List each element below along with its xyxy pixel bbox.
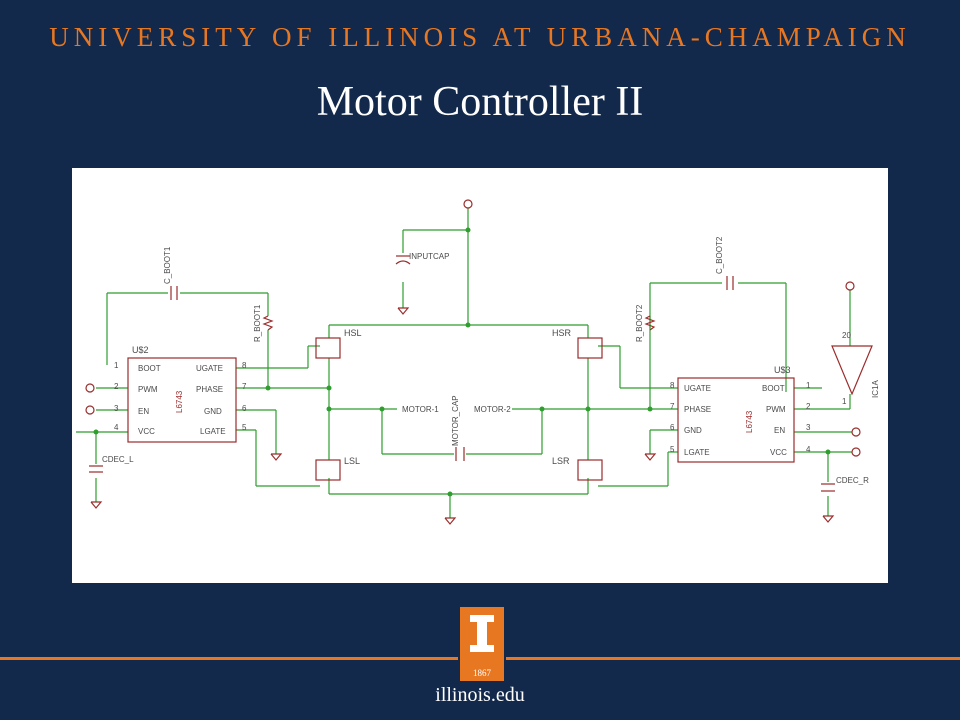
svg-text:4: 4	[114, 423, 119, 432]
svg-text:20: 20	[842, 331, 851, 340]
svg-text:5: 5	[242, 423, 247, 432]
svg-text:MOTOR_CAP: MOTOR_CAP	[451, 395, 460, 446]
svg-text:GND: GND	[684, 426, 702, 435]
svg-text:C_BOOT1: C_BOOT1	[163, 246, 172, 284]
svg-text:UGATE: UGATE	[196, 364, 223, 373]
svg-text:PWM: PWM	[138, 385, 158, 394]
svg-text:PWM: PWM	[766, 405, 786, 414]
svg-text:VCC: VCC	[770, 448, 787, 457]
wires	[76, 208, 852, 518]
svg-text:CDEC_L: CDEC_L	[102, 455, 134, 464]
slide-title: Motor Controller II	[316, 79, 644, 125]
svg-text:EN: EN	[774, 426, 785, 435]
components	[85, 199, 873, 525]
svg-text:GND: GND	[204, 407, 222, 416]
svg-text:6: 6	[670, 423, 675, 432]
svg-text:HSL: HSL	[344, 328, 362, 338]
footer-url[interactable]: illinois.edu	[435, 684, 525, 706]
svg-text:C_BOOT2: C_BOOT2	[715, 236, 724, 274]
driver-ic-left	[127, 357, 237, 443]
svg-text:U$3: U$3	[774, 365, 791, 375]
university-header: UNIVERSITY OF ILLINOIS AT URBANA-CHAMPAI…	[49, 22, 911, 52]
svg-text:PHASE: PHASE	[196, 385, 223, 394]
svg-text:1: 1	[842, 397, 847, 406]
svg-text:3: 3	[114, 404, 119, 413]
svg-text:L6743: L6743	[175, 390, 184, 413]
junctions	[93, 227, 831, 497]
svg-text:8: 8	[670, 381, 675, 390]
svg-text:L6743: L6743	[745, 410, 754, 433]
block-i-icon	[470, 615, 494, 652]
svg-text:UGATE: UGATE	[684, 384, 711, 393]
svg-text:MOTOR-1: MOTOR-1	[402, 405, 439, 414]
right-driver-labels: U$3 8 UGATE 7 PHASE 6 GND 5 LGATE 1 BOOT…	[670, 365, 811, 457]
svg-text:1: 1	[806, 381, 811, 390]
svg-text:3: 3	[806, 423, 811, 432]
svg-text:LSL: LSL	[344, 456, 360, 466]
svg-text:R_BOOT1: R_BOOT1	[253, 304, 262, 342]
schematic-panel: U$2 1 BOOT 2 PWM 3 EN 4 VCC 8 UGATE 7 PH…	[72, 168, 888, 583]
svg-text:8: 8	[242, 361, 247, 370]
svg-text:5: 5	[670, 445, 675, 454]
svg-text:LGATE: LGATE	[684, 448, 710, 457]
left-driver-labels: U$2 1 BOOT 2 PWM 3 EN 4 VCC 8 UGATE 7 PH…	[114, 345, 247, 436]
component-labels: C_BOOT1 C_BOOT2 R_BOOT1 R_BOOT2 INPUTCAP…	[102, 236, 880, 485]
logo-year: 1867	[473, 668, 491, 678]
svg-text:IC1A: IC1A	[871, 380, 880, 398]
svg-text:LSR: LSR	[552, 456, 570, 466]
svg-text:1: 1	[114, 361, 119, 370]
svg-text:6: 6	[242, 404, 247, 413]
svg-text:R_BOOT2: R_BOOT2	[635, 304, 644, 342]
svg-text:MOTOR-2: MOTOR-2	[474, 405, 511, 414]
svg-text:HSR: HSR	[552, 328, 572, 338]
svg-text:2: 2	[806, 402, 811, 411]
svg-text:LGATE: LGATE	[200, 427, 226, 436]
svg-text:2: 2	[114, 382, 119, 391]
motor-controller-schematic: U$2 1 BOOT 2 PWM 3 EN 4 VCC 8 UGATE 7 PH…	[76, 199, 880, 525]
svg-text:U$2: U$2	[132, 345, 149, 355]
svg-text:INPUTCAP: INPUTCAP	[409, 252, 449, 261]
driver-ic-right	[677, 377, 795, 463]
svg-text:BOOT: BOOT	[762, 384, 785, 393]
svg-text:PHASE: PHASE	[684, 405, 711, 414]
svg-text:VCC: VCC	[138, 427, 155, 436]
svg-text:7: 7	[670, 402, 675, 411]
illinois-block-i-logo: 1867	[458, 605, 506, 683]
svg-text:7: 7	[242, 382, 247, 391]
svg-text:EN: EN	[138, 407, 149, 416]
svg-text:4: 4	[806, 445, 811, 454]
svg-text:CDEC_R: CDEC_R	[836, 476, 869, 485]
svg-text:BOOT: BOOT	[138, 364, 161, 373]
